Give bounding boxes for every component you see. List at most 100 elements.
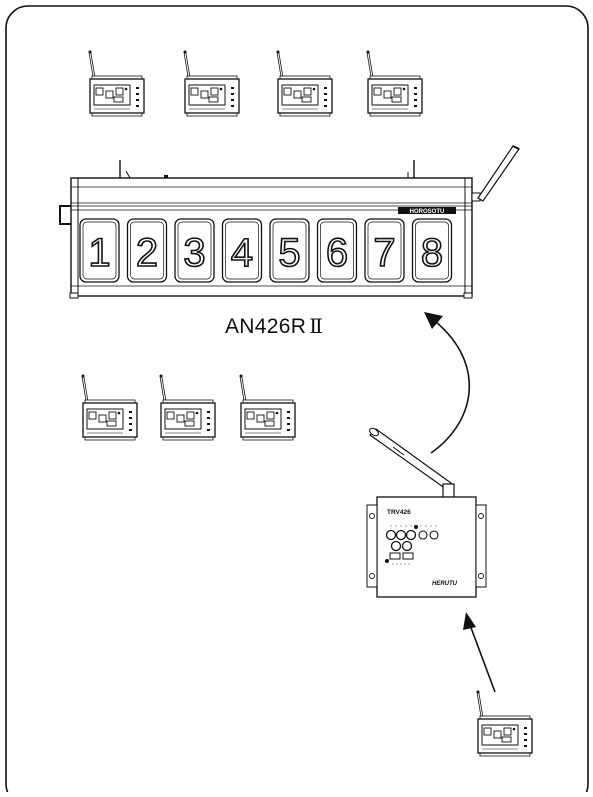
remote-side-mark [414,99,417,101]
remote-unit [276,50,333,117]
remote-unit [88,50,145,117]
digit-panel-frame [221,218,263,283]
foot-right [463,292,473,299]
transceiver-button [418,530,428,540]
digit-panel: 1 [79,218,120,283]
remote-led [124,87,128,91]
digit-glyph: 2 [136,231,158,275]
screw-hole [478,573,484,579]
antenna-rod [477,145,520,202]
mount-clip [164,175,168,178]
remote-antenna-tip [159,374,163,378]
signal-arc-arrow [430,317,471,454]
remote-key [200,90,209,99]
remote-key [503,727,512,736]
remote-side-mark [231,105,234,107]
remote-side-mark [129,423,132,425]
remote-antenna-tip [476,690,480,694]
remote-side-mark [207,423,210,425]
remote-key [373,87,382,96]
brand-plate-text: HOROSOTU [410,209,445,215]
remote-key [283,87,292,96]
remote-key [256,414,265,423]
transceiver-button [405,529,417,541]
digit-glyph: 7 [373,231,395,275]
model-suffix: Ⅱ [309,314,324,338]
remote-key [105,90,114,99]
digit-panel-frame [316,218,358,283]
remote-antenna-tip [366,50,370,54]
remote-side-mark [414,87,417,89]
transceiver-antenna [369,428,452,490]
remote-side-mark [207,411,210,413]
antenna-joint [396,449,405,456]
digit-panel: 2 [126,218,168,283]
remote-key [483,727,492,736]
digit-panel-inner [415,221,449,280]
digit-panel-frame [126,218,168,283]
remote-side-mark [287,429,290,431]
remote-side-mark [287,423,290,425]
digit-panel: 8 [411,218,453,283]
remote-unit [159,374,216,441]
remote-side-mark [136,93,139,95]
switch [402,552,414,560]
foot-left [69,292,79,299]
model-text: AN426R [225,315,307,338]
remote-key [186,411,195,420]
remote-key [95,87,104,96]
remote-antenna-tip [276,50,280,54]
remote-side-mark [129,429,132,431]
transceiver-brand: HERUTU [432,581,457,587]
transceiver-unit [366,427,487,598]
digit-panel-frame [364,218,405,283]
remote-key [246,411,255,420]
remote-unit [183,50,240,117]
remote-led [312,87,316,91]
screw-hole [369,573,375,579]
remote-key [391,96,402,103]
digit-panel: 6 [316,218,358,283]
digit-glyph: 4 [231,231,253,275]
digit-glyph: 6 [326,231,348,275]
transceiver-button [385,529,397,541]
mount-flange-right [475,504,487,588]
remote-side-mark [324,87,327,89]
remote-unit [366,50,423,117]
digit-panel: 5 [269,218,310,283]
digit-panel-inner [272,221,307,280]
digit-panel-inner [367,221,402,280]
transceiver-button [390,540,402,552]
digit-glyph: 8 [421,231,443,275]
digit-panel: 3 [174,218,215,283]
remote-side-mark [136,87,139,89]
digit-panel-frame [79,218,120,283]
remote-led [117,411,121,415]
remote-antenna-tip [183,50,187,54]
remote-side-mark [524,727,527,729]
transceiver-button [395,529,407,541]
remote-led [219,87,223,91]
remote-key [106,420,117,427]
remote-key [88,411,97,420]
remote-side-mark [129,417,132,419]
screw-hole [369,513,375,519]
digit-panel: 4 [221,218,263,283]
remote-key [383,90,392,99]
remote-side-mark [136,99,139,101]
remote-side-mark [207,429,210,431]
screw-hole [478,513,484,519]
remote-side-mark [524,745,527,747]
remote-side-mark [524,739,527,741]
remote-side-mark [324,105,327,107]
remote-led [402,87,406,91]
indicator-led [385,559,389,563]
remote-side-mark [414,105,417,107]
transceiver-model-label: TRV426 [387,509,411,516]
remote-key [266,411,275,420]
indicator-led [414,525,418,529]
remote-key [501,736,512,743]
